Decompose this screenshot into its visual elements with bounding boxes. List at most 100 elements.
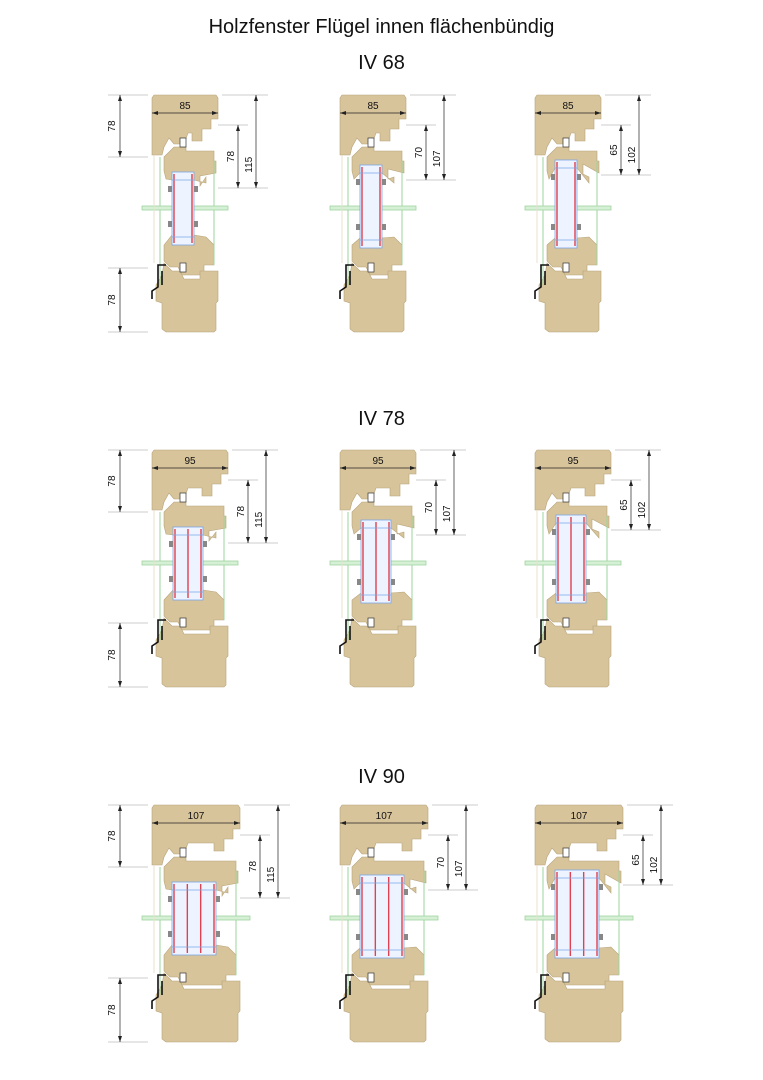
- arrow-head: [400, 111, 406, 115]
- outer-dimension-label: 107: [442, 505, 453, 522]
- hardware-seal: [562, 492, 570, 503]
- gasket: [203, 576, 207, 582]
- arrow-head: [452, 450, 456, 456]
- arrow-head: [236, 182, 240, 188]
- arrow-head: [212, 111, 218, 115]
- frame-sill: [538, 972, 624, 1043]
- arrow-head: [619, 169, 623, 175]
- outer-dimension-label: 107: [454, 860, 465, 877]
- arrow-head: [617, 821, 623, 825]
- arrow-head: [258, 892, 262, 898]
- arrow-head: [410, 466, 416, 470]
- gasket: [356, 889, 360, 895]
- hardware-seal: [562, 847, 570, 858]
- gasket: [168, 931, 172, 937]
- weather-drip: [339, 974, 354, 1009]
- hardware-seal: [179, 492, 187, 503]
- arrow-head: [118, 978, 122, 984]
- hardware-seal: [179, 972, 187, 983]
- gasket: [356, 179, 360, 185]
- inner-dimension-label: 70: [414, 147, 425, 159]
- arrow-head: [641, 879, 645, 885]
- arrow-head: [118, 506, 122, 512]
- arrow-head: [246, 480, 250, 486]
- gasket: [194, 186, 198, 192]
- window-profile: 107 65 102: [524, 804, 673, 1043]
- hardware-seal: [179, 847, 187, 858]
- glass-unit: [359, 874, 405, 959]
- gasket: [203, 541, 207, 547]
- gasket: [194, 221, 198, 227]
- arrow-head: [118, 151, 122, 157]
- gasket: [391, 579, 395, 585]
- frame-head: [151, 449, 229, 511]
- arrow-head: [535, 821, 541, 825]
- arrow-head: [595, 111, 601, 115]
- arrow-head: [264, 450, 268, 456]
- hardware-seal: [367, 137, 375, 148]
- frame-sill: [155, 617, 229, 688]
- gasket: [169, 576, 173, 582]
- frame-head: [534, 94, 602, 156]
- arrow-head: [118, 681, 122, 687]
- arrow-head: [619, 125, 623, 131]
- gasket: [599, 884, 603, 890]
- row-title-iv90: IV 90: [358, 766, 405, 788]
- gasket: [551, 934, 555, 940]
- arrow-head: [647, 450, 651, 456]
- inner-dimension-label: 78: [226, 151, 237, 163]
- inner-dimension-label: 65: [631, 854, 642, 866]
- arrow-head: [118, 95, 122, 101]
- arrow-head: [246, 537, 250, 543]
- frame-sill: [538, 262, 602, 333]
- width-dimension-label: 107: [571, 811, 588, 822]
- arrow-head: [118, 268, 122, 274]
- inner-dimension-label: 65: [609, 144, 620, 156]
- arrow-head: [254, 95, 258, 101]
- frame-head: [339, 94, 407, 156]
- outer-dimension-label: 115: [254, 511, 265, 527]
- arrow-head: [434, 529, 438, 535]
- arrow-head: [442, 174, 446, 180]
- arrow-head: [340, 821, 346, 825]
- weather-drip: [151, 619, 166, 654]
- arrow-head: [452, 529, 456, 535]
- left-top-dimension-label: 78: [107, 120, 118, 132]
- arrow-head: [424, 125, 428, 131]
- gasket: [216, 931, 220, 937]
- drawing-title: Holzfenster Flügel innen flächenbündig: [208, 16, 555, 38]
- glass-unit: [554, 159, 578, 249]
- gasket: [586, 529, 590, 535]
- outer-dimension-label: 102: [649, 856, 660, 873]
- gasket: [586, 579, 590, 585]
- width-dimension-label: 95: [184, 456, 196, 467]
- gasket: [356, 224, 360, 230]
- weather-drip: [534, 974, 549, 1009]
- arrow-head: [118, 1036, 122, 1042]
- frame-head: [339, 804, 429, 866]
- arrow-head: [446, 835, 450, 841]
- arrow-head: [152, 466, 158, 470]
- left-top-dimension-label: 78: [107, 475, 118, 487]
- width-dimension-label: 85: [562, 101, 574, 112]
- gasket: [216, 896, 220, 902]
- arrow-head: [254, 182, 258, 188]
- gasket: [577, 224, 581, 230]
- arrow-head: [605, 466, 611, 470]
- arrow-head: [434, 480, 438, 486]
- arrow-head: [236, 125, 240, 131]
- arrow-head: [659, 879, 663, 885]
- weather-drip: [151, 974, 166, 1009]
- arrow-head: [222, 466, 228, 470]
- gasket: [169, 541, 173, 547]
- arrow-head: [647, 524, 651, 530]
- arrow-head: [446, 884, 450, 890]
- arrow-head: [118, 450, 122, 456]
- gasket: [356, 934, 360, 940]
- gasket: [577, 174, 581, 180]
